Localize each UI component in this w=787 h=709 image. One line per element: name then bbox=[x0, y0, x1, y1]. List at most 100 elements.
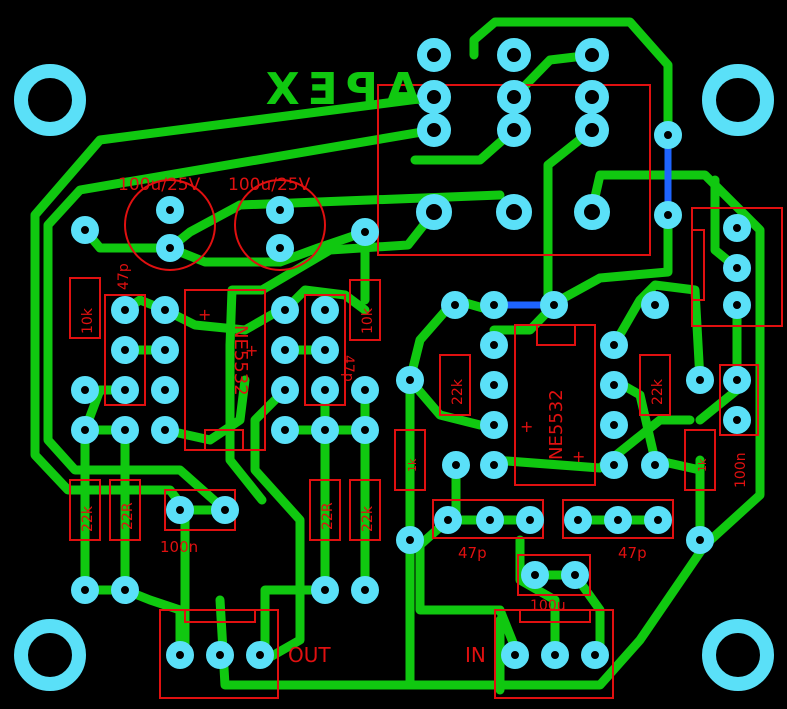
cap-left-outline bbox=[124, 179, 216, 271]
pad bbox=[434, 506, 462, 534]
c47p-left-body bbox=[104, 294, 146, 406]
pad bbox=[497, 80, 531, 114]
pad bbox=[71, 576, 99, 604]
label-connector-out: OUT bbox=[288, 643, 331, 667]
label-ic-right-plus-a: + bbox=[245, 341, 258, 360]
mounting-hole-bl bbox=[14, 619, 86, 691]
pad bbox=[396, 366, 424, 394]
pad bbox=[516, 506, 544, 534]
pad bbox=[151, 376, 179, 404]
pad bbox=[600, 331, 628, 359]
pad bbox=[311, 376, 339, 404]
label-ic-left-plus: + bbox=[198, 305, 211, 324]
pad bbox=[266, 196, 294, 224]
pad bbox=[654, 121, 682, 149]
pad bbox=[271, 296, 299, 324]
label-10k-left: 10k bbox=[80, 307, 96, 334]
pad bbox=[604, 506, 632, 534]
label-22k-mid-left: 22k bbox=[450, 378, 466, 405]
pad bbox=[417, 113, 451, 147]
pad bbox=[480, 331, 508, 359]
mounting-hole-tr bbox=[702, 64, 774, 136]
pad bbox=[211, 496, 239, 524]
label-22k-mid-right: 22k bbox=[650, 378, 666, 405]
res-22k-mid-left-body bbox=[439, 354, 471, 416]
pad bbox=[723, 406, 751, 434]
trace-top-loop bbox=[469, 17, 673, 140]
pad bbox=[311, 416, 339, 444]
pad bbox=[156, 234, 184, 262]
c100n-right-body bbox=[719, 364, 759, 436]
pad bbox=[71, 376, 99, 404]
res-22R-right-body bbox=[309, 479, 341, 541]
label-10k-right: 10k bbox=[360, 307, 376, 334]
pad bbox=[497, 38, 531, 72]
pad bbox=[641, 291, 669, 319]
label-47p-bottom-right: 47p bbox=[618, 544, 647, 562]
pad bbox=[723, 214, 751, 242]
label-pot-left: 1k bbox=[406, 458, 419, 472]
pad bbox=[166, 496, 194, 524]
res-22k-right-body bbox=[349, 479, 381, 541]
pad bbox=[266, 234, 294, 262]
mounting-hole-tl bbox=[14, 64, 86, 136]
pad bbox=[654, 201, 682, 229]
label-22R-left: 22R bbox=[120, 502, 136, 530]
pad bbox=[541, 641, 569, 669]
pad bbox=[497, 113, 531, 147]
label-47p-right: 47p bbox=[340, 355, 356, 382]
mounting-holes bbox=[14, 64, 774, 691]
pad bbox=[600, 371, 628, 399]
pad bbox=[417, 80, 451, 114]
pad bbox=[575, 113, 609, 147]
label-100n-left: 100n bbox=[160, 538, 198, 556]
pad bbox=[480, 291, 508, 319]
pad bbox=[111, 376, 139, 404]
pad bbox=[246, 641, 274, 669]
label-22k-right-low: 22k bbox=[360, 505, 376, 532]
pad bbox=[271, 416, 299, 444]
pad bbox=[574, 194, 610, 230]
pad bbox=[521, 561, 549, 589]
pad bbox=[351, 218, 379, 246]
pad bbox=[156, 196, 184, 224]
cap-right-outline bbox=[234, 179, 326, 271]
trace-in-gnd bbox=[515, 535, 560, 660]
pad bbox=[564, 506, 592, 534]
trace-ic-l1 bbox=[160, 305, 285, 335]
label-cap-right: 100u/25V bbox=[228, 175, 311, 195]
pot-left-body bbox=[394, 429, 426, 491]
trace-mid-e bbox=[489, 415, 695, 473]
pad bbox=[271, 336, 299, 364]
label-connector-in: IN bbox=[465, 643, 486, 667]
pad bbox=[723, 366, 751, 394]
res-10k-left-body bbox=[69, 277, 101, 339]
label-100u-bottom: 100u bbox=[530, 598, 566, 614]
pad bbox=[151, 296, 179, 324]
res-22k-left-body bbox=[69, 479, 101, 541]
pad bbox=[644, 506, 672, 534]
pad bbox=[111, 416, 139, 444]
pad bbox=[501, 641, 529, 669]
label-cap-left: 100u/25V bbox=[118, 175, 201, 195]
trace-in bbox=[530, 570, 605, 660]
pad bbox=[561, 561, 589, 589]
silkscreen bbox=[69, 84, 783, 699]
pad bbox=[416, 194, 452, 230]
label-ic-right-plus: + bbox=[572, 447, 585, 466]
pad bbox=[311, 336, 339, 364]
pad bbox=[600, 411, 628, 439]
pad bbox=[396, 526, 424, 554]
silkscreen-text: 100u/25V 100u/25V 10k 47p NE5532 + + 47p… bbox=[80, 175, 749, 667]
pad bbox=[417, 38, 451, 72]
label-22R-right: 22R bbox=[320, 502, 336, 530]
pad bbox=[575, 80, 609, 114]
conn-out-tab bbox=[184, 609, 256, 623]
trace-ic-r4 bbox=[250, 385, 305, 665]
ic-right-notch bbox=[536, 324, 576, 346]
pad bbox=[496, 194, 532, 230]
pad bbox=[723, 254, 751, 282]
pad bbox=[111, 576, 139, 604]
pad bbox=[351, 576, 379, 604]
pad bbox=[111, 336, 139, 364]
